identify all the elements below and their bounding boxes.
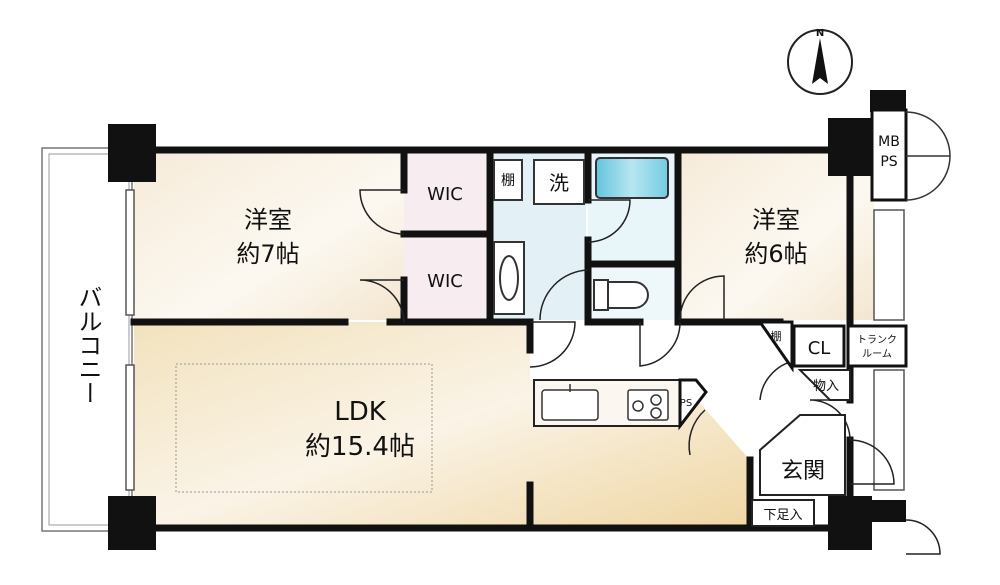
entrance-label: 玄関: [781, 459, 825, 484]
ldk-floor: [134, 322, 750, 528]
western-room-right-floor: [678, 150, 874, 320]
room-size-western-left: 約7帖: [236, 240, 299, 268]
kitchen-ps: [678, 378, 708, 431]
storage-label: 物入: [813, 379, 839, 394]
washroom-box: [533, 159, 585, 205]
shelf-box: [493, 159, 523, 201]
shoe-box-label: 下足入: [763, 508, 802, 523]
room-name-western-left: 洋室: [244, 206, 292, 234]
closet-box: [792, 324, 846, 368]
toilet: [593, 279, 649, 311]
kitchen-ps-label: PS: [680, 398, 692, 409]
mb-ps-label: PS: [880, 154, 897, 170]
bathtub: [595, 157, 669, 199]
sink: [493, 241, 525, 315]
balcony-label: バルコニー: [74, 285, 102, 405]
walls: [130, 146, 854, 532]
room-size-ldk: 約15.4帖: [305, 432, 415, 462]
balcony: [41, 147, 133, 532]
room-size-western-right: 約6帖: [744, 240, 807, 268]
mb-label: MB: [878, 134, 900, 150]
wic-upper-label: WIC: [427, 184, 463, 205]
columns: [108, 90, 906, 550]
trunk-room-box: [846, 324, 908, 368]
storage-box: [797, 369, 851, 401]
compass-north-label: N: [816, 28, 824, 39]
windows-left: [125, 189, 135, 491]
shelf-upper-label: 棚: [501, 173, 515, 189]
room-name-ldk: LDK: [334, 397, 387, 427]
trunk-room-label-2: ルーム: [862, 348, 892, 360]
washroom-label: 洗: [549, 171, 569, 195]
closet-label: CL: [808, 338, 831, 359]
wic-lower-label: WIC: [427, 271, 463, 292]
shelf-lower-box: [757, 320, 794, 373]
wic-upper-floor: [404, 152, 486, 232]
wic-lower-floor: [404, 236, 486, 320]
trunk-room-label-1: トランク: [857, 334, 897, 346]
kitchen-sink: [541, 384, 599, 421]
shelf-lower-label: 棚: [771, 329, 782, 343]
dining-rug: [175, 363, 433, 493]
room-name-western-right: 洋室: [752, 206, 800, 234]
entrance-box: [759, 414, 846, 496]
stove: [627, 389, 669, 421]
mb-ps-box: [870, 108, 951, 202]
compass: [787, 29, 853, 95]
western-room-left-floor: [134, 150, 404, 320]
window-right: [873, 209, 905, 491]
shoe-box: [751, 499, 815, 527]
